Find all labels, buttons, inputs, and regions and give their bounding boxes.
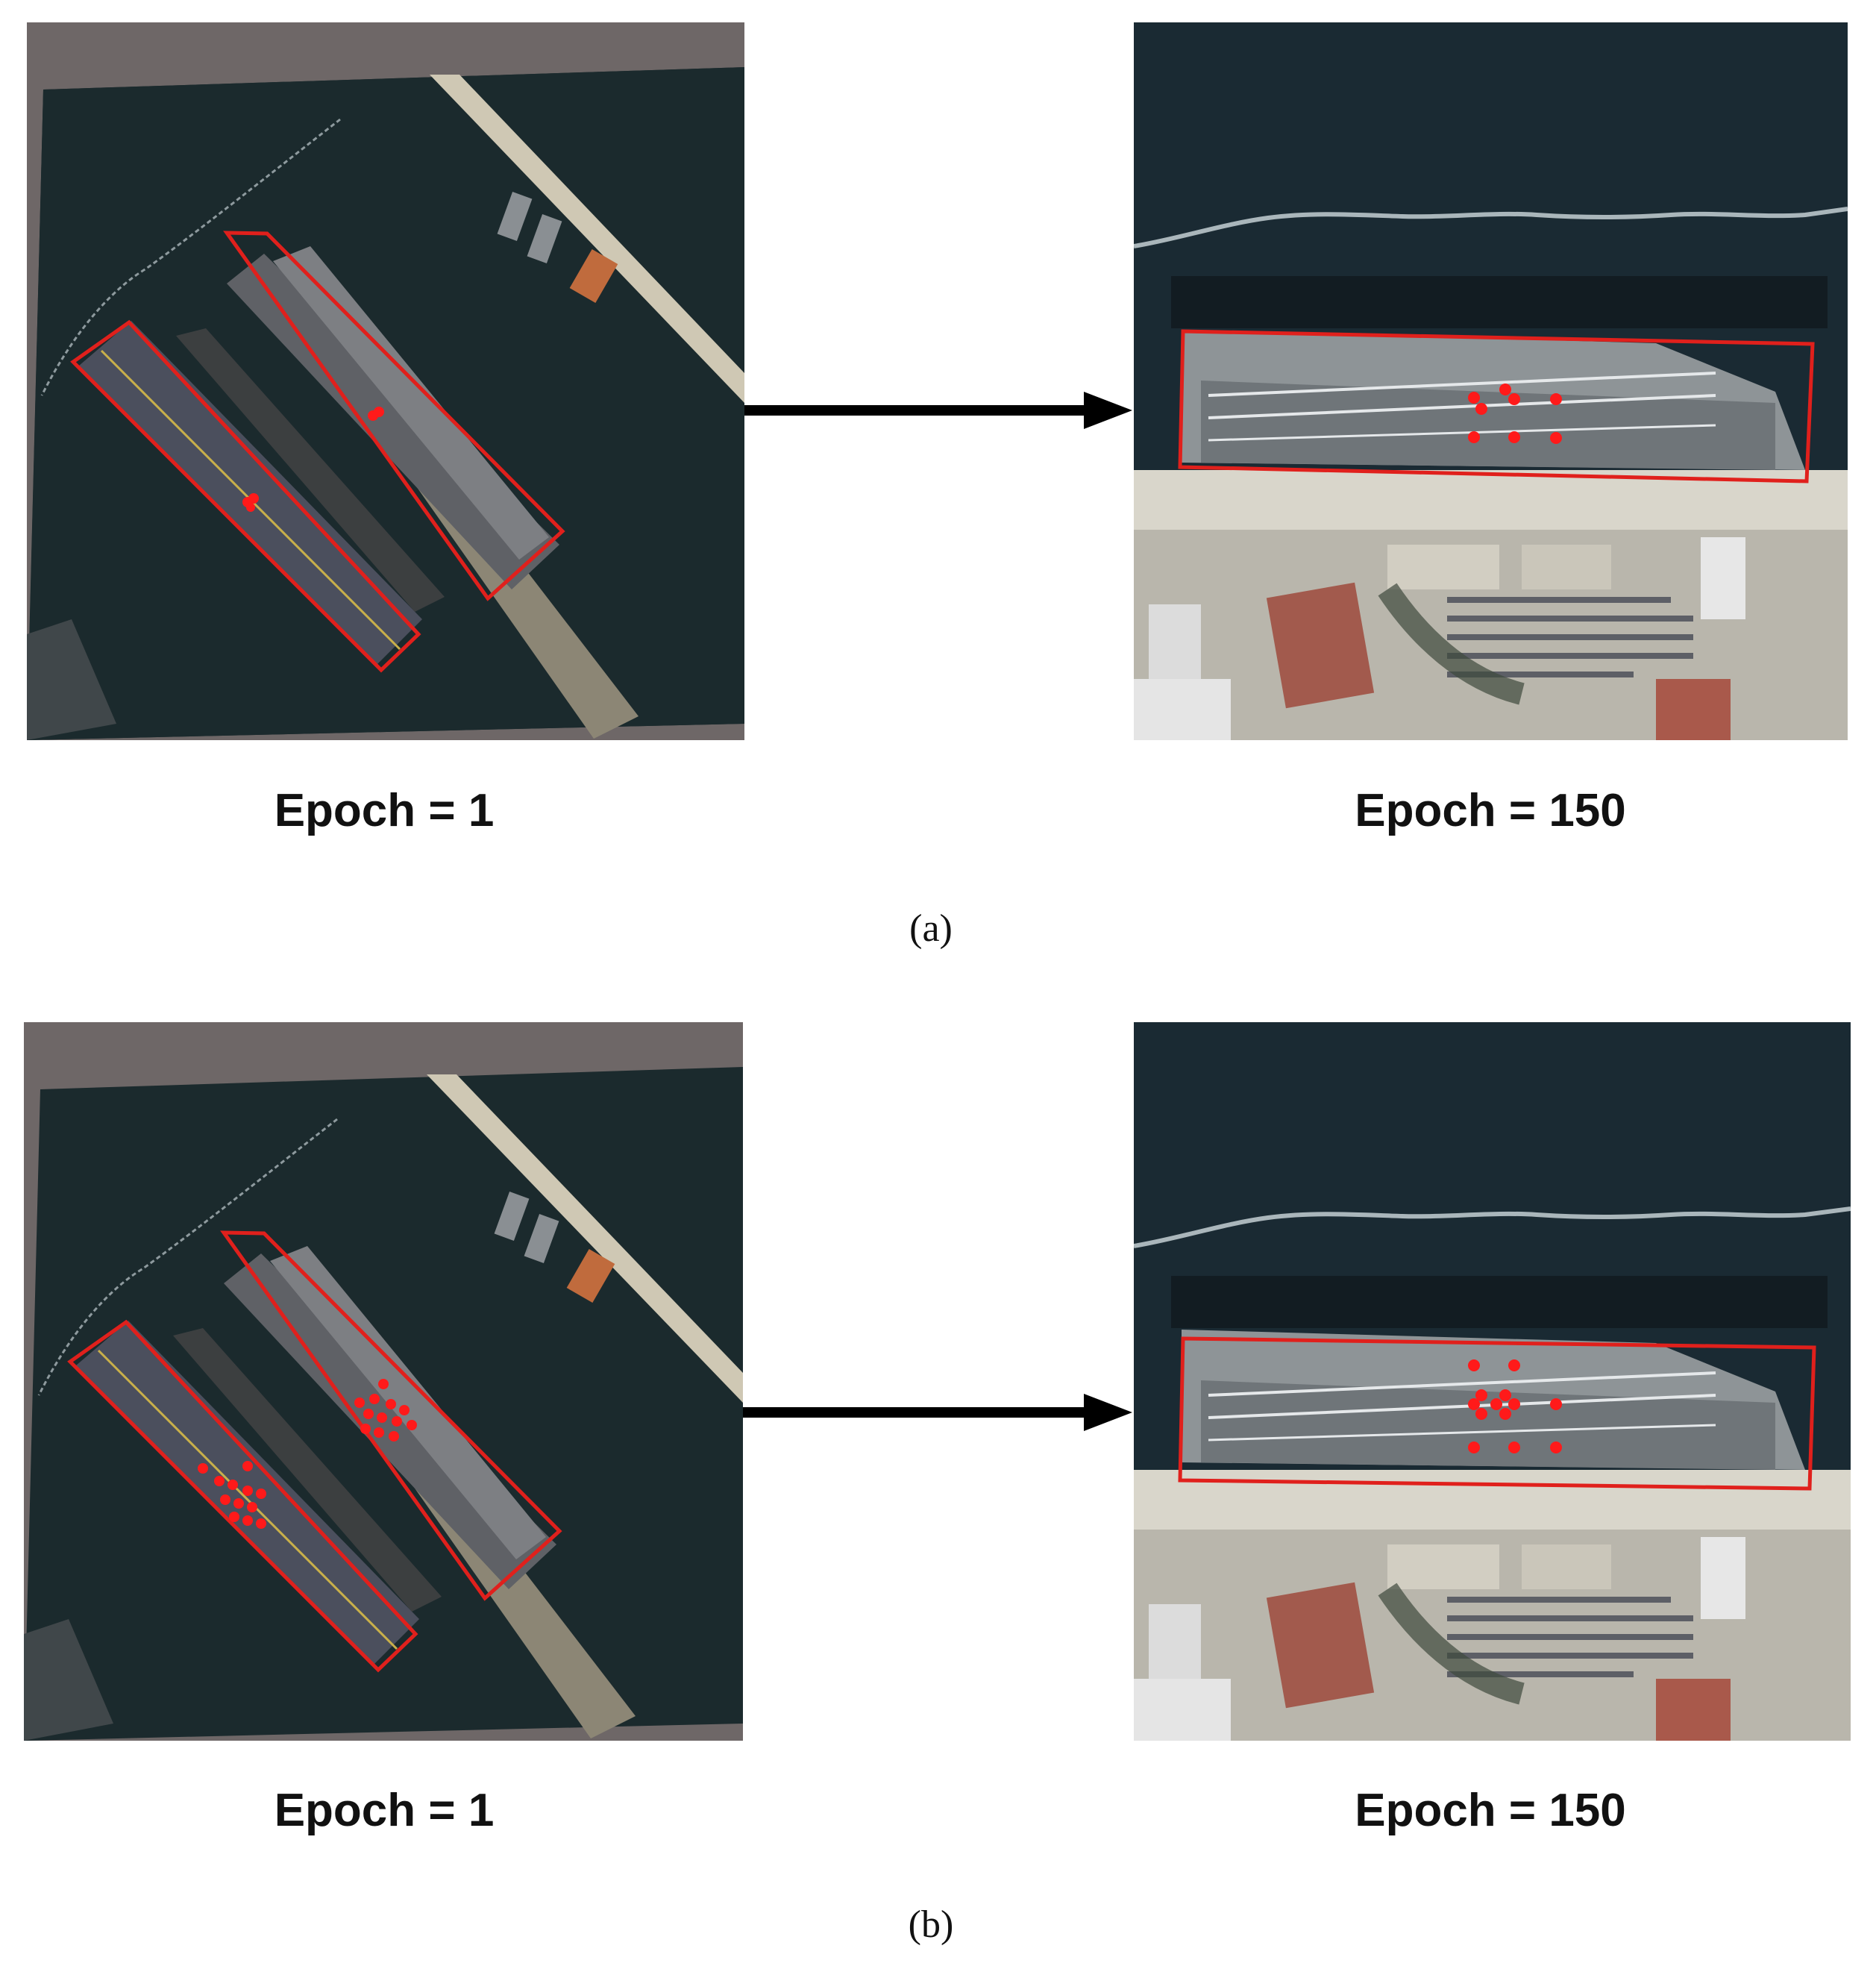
row-a-arrow: [744, 392, 1132, 429]
row-a-epoch1-image: [27, 22, 744, 740]
row-b-right-label: Epoch = 150: [1355, 1785, 1626, 1836]
row-b-epoch150-box: [1178, 1336, 1816, 1491]
row-a-epoch1-box-upper: [223, 231, 565, 601]
row-b-epoch1-box-lower: [67, 1319, 418, 1673]
row-b-arrow: [743, 1394, 1132, 1431]
row-a-epoch1-box-lower: [70, 319, 421, 673]
row-a-epoch150-box: [1178, 329, 1815, 483]
row-a-epoch150-image: [1134, 22, 1848, 740]
row-a-sublabel: (a): [909, 907, 953, 950]
row-b-epoch1-image: [24, 1022, 743, 1741]
row-b-sublabel: (b): [908, 1903, 954, 1946]
row-b-left-label: Epoch = 1: [274, 1785, 495, 1836]
row-b-epoch150-image: [1134, 1022, 1851, 1741]
row-a-left-label: Epoch = 1: [274, 785, 495, 836]
row-b-epoch1-box-upper: [220, 1230, 562, 1601]
row-a-right-label: Epoch = 150: [1355, 785, 1626, 836]
